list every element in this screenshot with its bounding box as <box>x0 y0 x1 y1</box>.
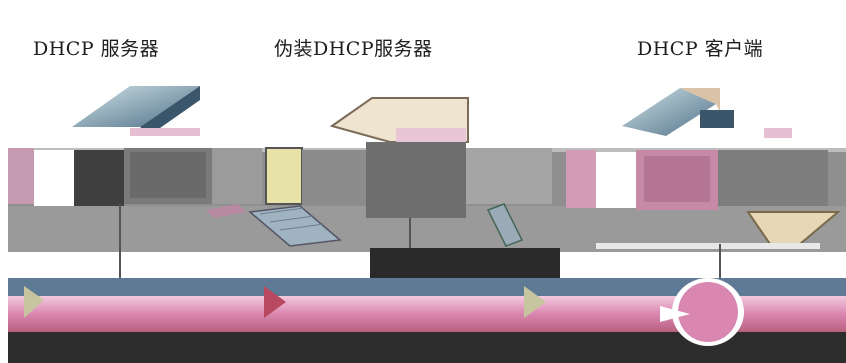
network-cable-icon <box>8 278 846 363</box>
dhcp-client-icon <box>566 88 841 249</box>
dhcp-server-label: DHCP 服务器 <box>33 38 160 60</box>
fake-dhcp-server-label: 伪装DHCP服务器 <box>274 38 433 60</box>
dhcp-client-label: DHCP 客户端 <box>637 38 764 60</box>
connection-lines <box>119 204 721 278</box>
dhcp-server-icon <box>8 86 262 218</box>
fake-dhcp-server-icon <box>248 97 560 278</box>
